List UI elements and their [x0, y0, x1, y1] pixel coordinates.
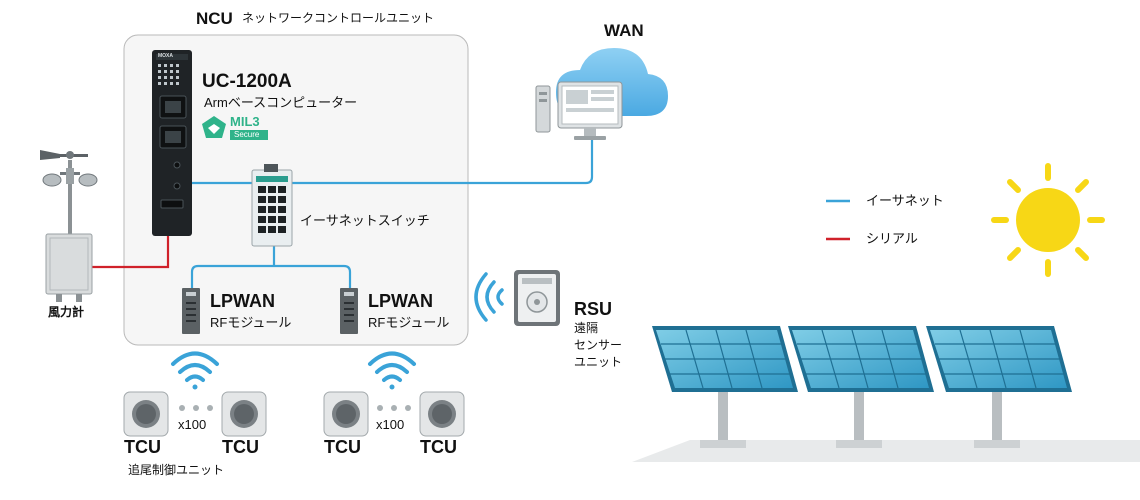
tcu-dots	[377, 405, 411, 411]
tcu-caption: 追尾制御ユニット	[128, 463, 225, 477]
uc-1200a-device	[152, 50, 192, 236]
rsu-wifi-icon	[474, 272, 504, 322]
switch-label: イーサネットスイッチ	[300, 213, 430, 228]
rsu-line2: センサー	[574, 338, 623, 352]
lpwan-module-2	[340, 288, 358, 334]
rsu-line3: ユニット	[574, 355, 623, 369]
serial-line	[92, 232, 170, 269]
tcu-label-4: TCU	[420, 437, 457, 457]
tcu-label-1: TCU	[124, 437, 161, 457]
tcu-device	[419, 391, 465, 437]
tcu-wifi-icon-2	[368, 351, 416, 390]
rsu-line1: 遠隔	[574, 321, 599, 335]
lpwan-title-1: LPWAN	[210, 291, 275, 311]
tcu-count-2: x100	[376, 417, 405, 432]
tcu-count-1: x100	[178, 417, 207, 432]
solar-panel	[926, 326, 1072, 448]
ncu-container	[123, 34, 469, 346]
moxa-logo: MOXA	[158, 53, 173, 59]
tcu-device	[221, 391, 267, 437]
lpwan-module-1	[182, 288, 200, 334]
ncu-title: NCU	[196, 9, 233, 28]
tcu-device	[123, 391, 169, 437]
tcu-label-3: TCU	[324, 437, 361, 457]
wan-label: WAN	[604, 21, 644, 40]
lpwan-subtitle-1: RFモジュール	[210, 315, 292, 330]
wan-computer	[535, 81, 623, 140]
lpwan-subtitle-2: RFモジュール	[368, 315, 450, 330]
computer-description: Armベースコンピューター	[204, 95, 358, 110]
mil3-badge	[202, 116, 268, 140]
anemometer-device	[40, 150, 98, 302]
sun-icon	[991, 163, 1105, 277]
tcu-label-2: TCU	[222, 437, 259, 457]
legend-serial-label: シリアル	[866, 231, 918, 246]
computer-model: UC-1200A	[202, 71, 292, 92]
solar-panel	[652, 326, 798, 448]
tcu-device	[323, 391, 369, 437]
lpwan-title-2: LPWAN	[368, 291, 433, 311]
solar-panel	[788, 326, 934, 448]
mil3-badge-secure: Secure	[234, 130, 260, 139]
ncu-subtitle: ネットワークコントロールユニット	[242, 11, 435, 25]
rsu-device	[514, 270, 560, 326]
ethernet-switch-device	[251, 164, 293, 247]
mil3-badge-label: MIL3	[230, 114, 260, 129]
anemometer-label: 風力計	[48, 305, 85, 319]
tcu-wifi-icon-1	[171, 351, 219, 390]
rsu-title: RSU	[574, 299, 613, 319]
legend-ethernet-label: イーサネット	[866, 193, 944, 208]
tcu-dots	[179, 405, 213, 411]
